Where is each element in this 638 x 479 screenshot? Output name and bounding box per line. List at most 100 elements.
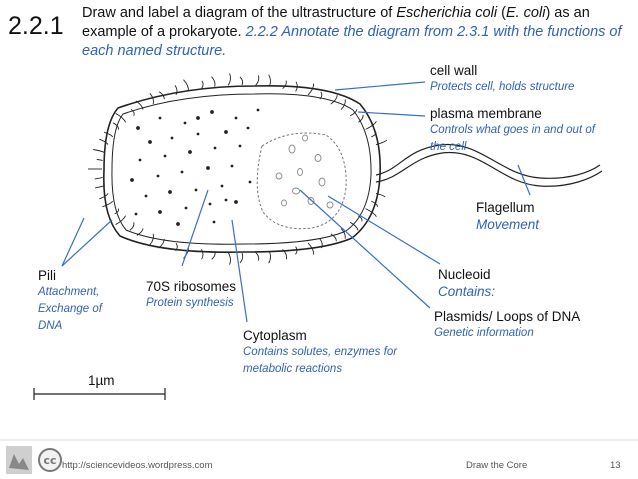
pilus bbox=[239, 76, 244, 86]
function-cell-wall: Protects cell, holds structure bbox=[430, 81, 575, 93]
scale-bar bbox=[33, 388, 166, 400]
ribosome-dot bbox=[148, 140, 152, 144]
svg-text:cc: cc bbox=[43, 454, 56, 467]
label-nucleoid: Nucleoid bbox=[438, 267, 491, 282]
pilus bbox=[358, 114, 364, 123]
pilus bbox=[183, 79, 189, 92]
pilus bbox=[93, 149, 105, 153]
ribosome-dot bbox=[213, 146, 217, 150]
label-ribosomes: 70S ribosomes bbox=[146, 279, 237, 294]
pointer-lines bbox=[61, 81, 531, 323]
pilus bbox=[340, 99, 346, 110]
ribosome-dot bbox=[183, 121, 187, 125]
ribosome-dot bbox=[188, 150, 192, 154]
ribosome-dot bbox=[220, 184, 224, 188]
pilus bbox=[149, 93, 154, 105]
pilus bbox=[319, 91, 323, 100]
ribosome-dot bbox=[163, 154, 167, 158]
pilus bbox=[340, 228, 346, 239]
ribosome-dot bbox=[248, 180, 252, 184]
function-flagellum: Movement bbox=[476, 217, 540, 232]
pili-hairs bbox=[88, 73, 388, 265]
ribosome-dot bbox=[208, 202, 212, 206]
pilus bbox=[129, 222, 135, 231]
ribosome-dot bbox=[194, 188, 198, 192]
function-nucleoid: Contains: bbox=[438, 284, 496, 299]
ribosome-dot bbox=[136, 126, 140, 130]
function-plasma-membrane: Controls what goes in and out of the cel… bbox=[430, 124, 595, 153]
pilus bbox=[130, 108, 135, 116]
pilus bbox=[201, 80, 204, 89]
pilus bbox=[103, 131, 114, 138]
ribosome-dot bbox=[170, 136, 174, 140]
section-number: 2.2.1 bbox=[8, 12, 64, 40]
pilus bbox=[375, 139, 388, 146]
page-number: 13 bbox=[610, 460, 621, 471]
pilus bbox=[282, 80, 287, 89]
pilus bbox=[149, 233, 154, 245]
label-pili: Pili bbox=[38, 268, 57, 283]
scale-bar-label: 1µm bbox=[88, 373, 115, 388]
ribosome-dot bbox=[196, 132, 200, 136]
pilus bbox=[330, 233, 337, 242]
pilus bbox=[227, 252, 231, 265]
ribosome-dot bbox=[158, 210, 162, 214]
ribosome-dot bbox=[138, 158, 142, 162]
annotation-instruction: 2.2.2 Annotate the diagram from 2.3.1 wi… bbox=[82, 24, 622, 59]
label-flagellum: Flagellum bbox=[476, 200, 535, 215]
ribosome-dot bbox=[196, 116, 200, 120]
nucleoid bbox=[256, 132, 347, 230]
pilus bbox=[115, 215, 127, 225]
pilus bbox=[239, 252, 244, 264]
pilus bbox=[94, 176, 103, 180]
plasmids bbox=[275, 134, 334, 209]
pilus bbox=[114, 208, 120, 215]
pilus bbox=[96, 159, 104, 162]
ribosome-dot bbox=[206, 166, 210, 170]
ribosome-dot bbox=[130, 178, 134, 182]
ribosome-dot bbox=[168, 190, 172, 194]
label-cytoplasm: Cytoplasm bbox=[243, 328, 307, 343]
ribosome-dot bbox=[156, 174, 160, 178]
page-title: Draw and label a diagram of the ultrastr… bbox=[82, 5, 622, 59]
ribosome-dot bbox=[234, 200, 238, 204]
pilus bbox=[349, 221, 359, 231]
ribosome-dot bbox=[246, 126, 250, 130]
pilus bbox=[268, 251, 271, 264]
pilus bbox=[99, 193, 109, 200]
function-cytoplasm: Contains solutes, enzymes for metabolic … bbox=[243, 346, 398, 375]
label-plasmids: Plasmids/ Loops of DNA bbox=[434, 309, 581, 324]
label-cell-wall: cell wall bbox=[430, 63, 478, 78]
ribosome-dot bbox=[144, 194, 148, 198]
ribosome-dot bbox=[158, 116, 162, 120]
function-plasmids: Genetic information bbox=[434, 327, 534, 339]
pilus bbox=[227, 73, 231, 86]
pilus bbox=[174, 85, 178, 96]
label-plasma-membrane: plasma membrane bbox=[430, 106, 542, 121]
ribosome-dot bbox=[234, 116, 238, 120]
ribosome-dot bbox=[224, 198, 228, 202]
ribosome-dot bbox=[176, 222, 180, 226]
creative-commons-icon: cc bbox=[6, 446, 62, 474]
pilus bbox=[255, 75, 260, 86]
pilus bbox=[115, 113, 127, 123]
pilus bbox=[211, 76, 216, 87]
ribosome-dot bbox=[212, 220, 216, 224]
function-pili: Attachment, Exchange of DNA bbox=[38, 286, 102, 332]
footer-url[interactable]: http://sciencevideos.wordpress.com bbox=[62, 460, 213, 471]
flagellum bbox=[375, 143, 603, 187]
ribosome-dot bbox=[238, 144, 242, 148]
ribosome-dot bbox=[134, 212, 138, 216]
ribosomes bbox=[130, 108, 260, 226]
ribosome-dot bbox=[184, 206, 188, 210]
pilus bbox=[268, 74, 271, 87]
footer-title: Draw the Core bbox=[466, 460, 528, 471]
ribosome-dot bbox=[256, 108, 260, 112]
ribosome-dot bbox=[180, 170, 184, 174]
pilus bbox=[102, 200, 114, 208]
function-ribosomes: Protein synthesis bbox=[146, 297, 234, 309]
pilus bbox=[330, 95, 338, 105]
pilus bbox=[201, 249, 204, 260]
plasma-membrane bbox=[111, 93, 372, 245]
